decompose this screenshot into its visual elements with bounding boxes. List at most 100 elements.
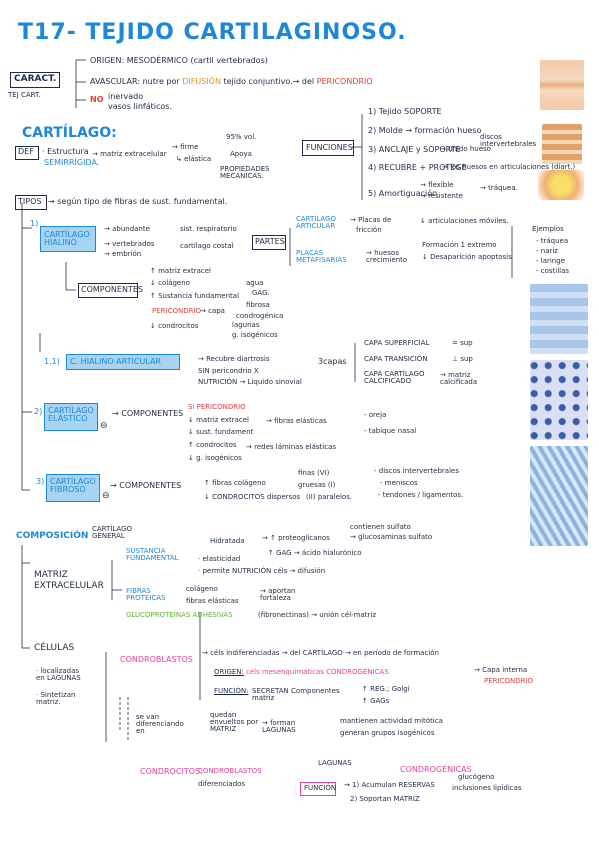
- joint-image: [540, 60, 584, 110]
- elastico-item: ↑ condrocitos: [188, 441, 237, 449]
- aportan: → aportan fortaleza: [260, 587, 296, 602]
- generan: generan grupos isogénicos: [340, 729, 435, 737]
- gag-text: ↑ GAG → ácido hialurónico: [268, 549, 362, 557]
- celulas-note: · localizadas en LAGUNAS: [36, 667, 81, 682]
- celulas-note: · Sintetizan matriz.: [36, 691, 76, 706]
- articular-item: NUTRICIÓN → Líquido sinovial: [198, 378, 302, 386]
- funcion-item: → resistente: [420, 192, 463, 200]
- fibroso-finas: finas (VI): [298, 469, 330, 477]
- caract-sub: TEJ CART.: [8, 91, 41, 99]
- gluco-b: (fibronectinas) → unión cél-matriz: [258, 611, 377, 619]
- funcion-item: 3) ANCLAJE y SOPORTE: [368, 145, 461, 154]
- funcion-item: → flexible: [420, 181, 454, 189]
- ejemplo-item: - nariz: [536, 247, 558, 255]
- spine-image: [542, 124, 582, 164]
- elastico-fibras: → fibras elásticas: [266, 417, 327, 425]
- funcion2-label: FUNCIÓN: [304, 784, 337, 792]
- nutricion: · permite NUTRICIÓN céls → difusión: [198, 567, 326, 575]
- histology-image: [530, 284, 588, 354]
- sust-label: SUSTANCIA FUNDAMENTAL: [126, 547, 179, 562]
- elastico-box: [44, 403, 98, 431]
- mantienen: mantienen actividad mitótica: [340, 717, 443, 725]
- capa-note: ⊥ sup: [452, 355, 473, 363]
- placas-b: Formación 1 extremo: [422, 241, 497, 249]
- gluco-label: GLUCOPROTEÍNAS ADHESIVAS: [126, 611, 233, 619]
- capa-item: CAPA TRANSICIÓN: [364, 355, 428, 363]
- elastico-item: ↓ sust. fundament: [188, 428, 254, 436]
- fibroso-paralelos: (II) paralelos.: [306, 493, 353, 501]
- hialino-label: CARTÍLAGO HIALINO: [44, 230, 90, 247]
- page-title: T17- TEJIDO CARTILAGINOSO.: [18, 20, 407, 45]
- funcion2-box: [300, 782, 336, 796]
- hialino-abundante: → abundante: [104, 225, 150, 233]
- f2: 2) Soportan MATRIZ: [350, 795, 420, 803]
- fibrosa: fibrosa: [246, 301, 270, 309]
- quedan: quedan envueltos por MATRIZ: [210, 711, 259, 733]
- knee-image: [538, 170, 584, 200]
- ejemplo-item: - laringe: [536, 257, 565, 265]
- funcion-item: discos intervertebrales: [480, 133, 537, 148]
- reg: ↑ REG.; Golgi: [362, 685, 410, 693]
- elastico-label: CARTÍLAGO ELÁSTICO: [48, 406, 94, 423]
- ejemplo-item: - costillas: [536, 267, 570, 275]
- tipos-label: TIPOS: [18, 197, 42, 206]
- elastico-num: 2): [34, 407, 43, 416]
- fibroso-item: ↓ CONDROCITOS dispersos: [204, 493, 301, 501]
- comp-item: ↓ colágeno: [150, 279, 190, 287]
- componentes-box: [78, 283, 138, 298]
- fibras-label: FIBRAS PROTEICAS: [126, 587, 166, 602]
- funcion-item: → unido hueso: [440, 145, 491, 153]
- pericondrio-text: PERICONDRIO: [484, 677, 534, 685]
- ejemplo-item: - tráquea: [536, 237, 569, 245]
- articular-box: [66, 354, 180, 370]
- hialino-num: 1): [30, 219, 39, 228]
- contienen: contienen sulfato: [350, 523, 411, 531]
- lagunas-label: LAGUNAS: [318, 759, 352, 767]
- fibroso-ex: - discos intervertebrales: [374, 467, 459, 475]
- comp-item: ↑ Sustancia fundamental: [150, 292, 240, 300]
- capa-item: CAPA CARTÍLAGO CALCIFICADO: [364, 370, 425, 385]
- condroitin: → glucosaminas sulfato: [350, 533, 433, 541]
- avascular-text: AVASCULAR: nutre por DIFUSIÓN tejido con…: [90, 77, 373, 86]
- comp-item: → capa: [200, 307, 225, 315]
- fibroso-ex: - tendones / ligamentos.: [378, 491, 464, 499]
- agua: agua: [246, 279, 264, 287]
- histology-image: [530, 360, 588, 440]
- condrogenica: condrogénica: [236, 312, 284, 320]
- no-item: inervado: [108, 92, 144, 101]
- fibroso-sign: ⊖: [102, 491, 110, 501]
- apoya-text: Apoya: [230, 150, 252, 158]
- articular-label: CARTÍLAGO ARTICULAR: [296, 215, 337, 230]
- composicion-label: COMPOSICIÓN: [16, 531, 89, 541]
- semirrigida: SEMIRRÍGIDA.: [44, 158, 100, 167]
- origen-label: ORIGEN:: [214, 668, 244, 676]
- proteo: → ↑ proteoglicanos: [262, 534, 330, 542]
- funcion-item: 4) RECUBRE + PROTEGE: [368, 163, 467, 172]
- hialino-vertebrados: → vertebrados: [104, 240, 155, 248]
- gags: ↑ GAGs: [362, 697, 390, 705]
- pct-text: 95% vol.: [226, 133, 257, 141]
- articular-item: SIN pericondrio X: [198, 367, 259, 375]
- articular-b: fricción: [356, 226, 382, 234]
- elastico-ex: - oreja: [364, 411, 387, 419]
- fibroso-item: ↑ fibras colágeno: [204, 479, 266, 487]
- articular-hialino-label: C. HIALINO ARTICULAR: [70, 357, 161, 366]
- def-label: DEF: [18, 147, 34, 156]
- celulas-label: CÉLULAS: [34, 643, 75, 653]
- capa-note: → matriz calcificada: [440, 371, 478, 386]
- funcion-val: SECRETAN Componentes matriz: [252, 687, 340, 702]
- capa-item: CAPA SUPERFICIAL: [364, 339, 430, 347]
- funcion-item: 5) Amortiguación: [368, 189, 438, 198]
- ejemplos-label: Ejemplos: [532, 225, 564, 233]
- articular-c: ↓ articulaciones móviles.: [420, 217, 509, 225]
- articular-a: → Placas de: [350, 216, 392, 224]
- fibroso-gruesas: gruesas (I): [298, 481, 336, 489]
- elastico-ex: - tabique nasal: [364, 427, 417, 435]
- elastica-text: ↳ elástica: [176, 155, 212, 163]
- def-text: · Estructura: [42, 147, 89, 156]
- placas-a: → huesos crecimiento: [366, 249, 408, 264]
- elastico-item: ↓ matriz extracel: [188, 416, 250, 424]
- composicion-sub: CARTÍLAGO GENERAL: [92, 525, 133, 540]
- fibras-elast: fibras elásticas: [186, 597, 239, 605]
